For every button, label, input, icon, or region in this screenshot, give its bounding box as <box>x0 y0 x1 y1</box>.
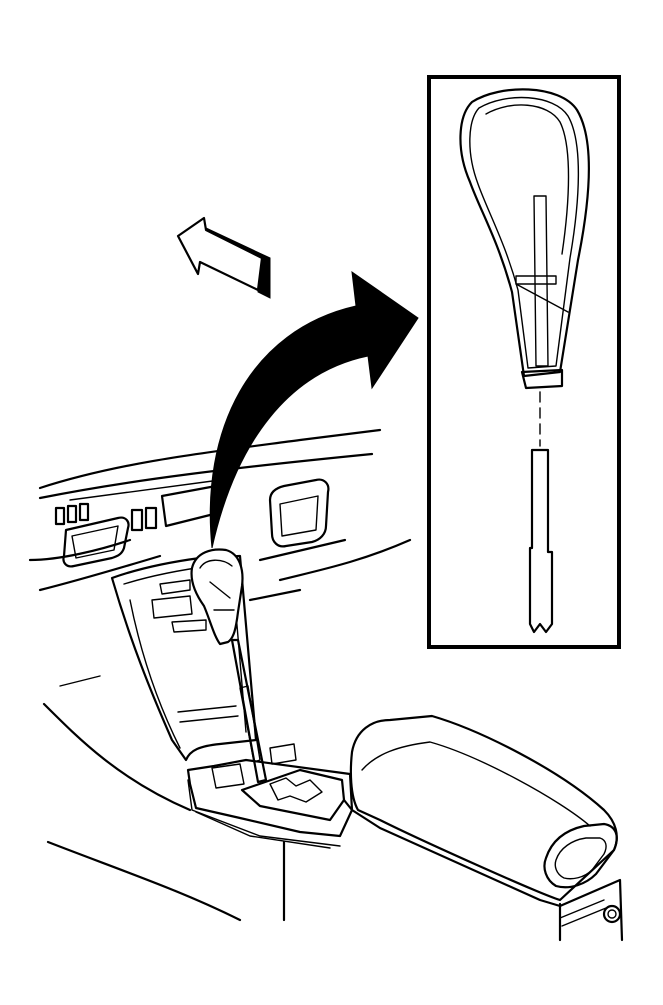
floor-contour-lines <box>42 675 331 922</box>
front-direction-arrow-icon <box>176 216 271 299</box>
armrest-drawing <box>342 714 624 942</box>
knob-detail-outline <box>459 88 590 378</box>
shift-knob-drawing <box>190 548 244 646</box>
knob-detail-inset <box>427 75 621 649</box>
shift-lever-rod <box>528 448 554 634</box>
center-console-drawing <box>28 428 412 847</box>
curved-callout-arrow-icon <box>209 270 419 549</box>
